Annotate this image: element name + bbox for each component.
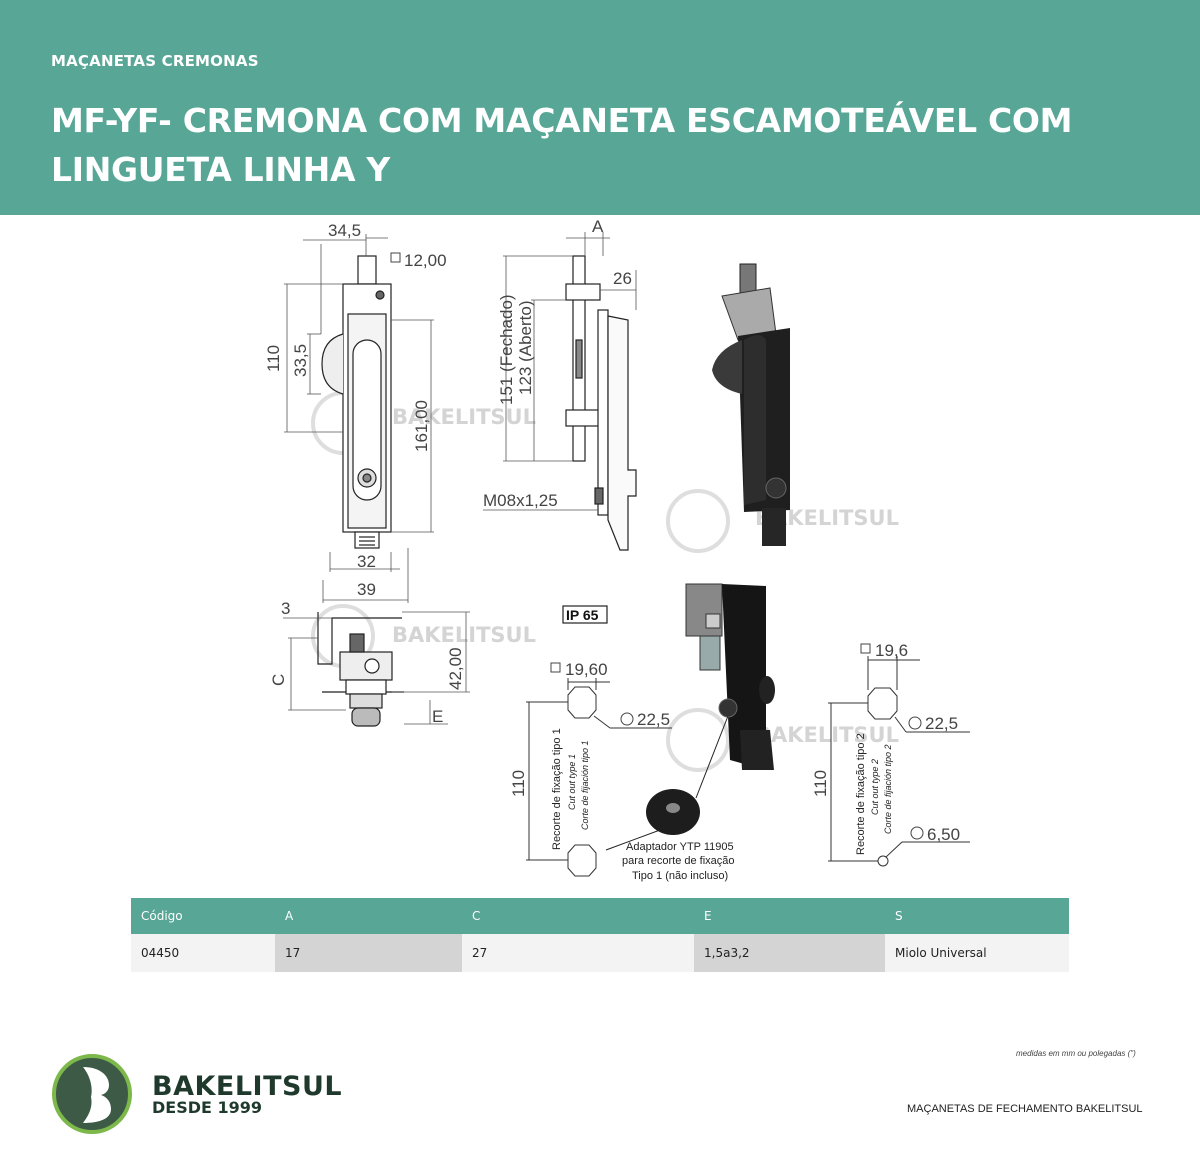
dim-label: 26 — [613, 269, 632, 288]
brand-name: BAKELITSUL — [152, 1071, 343, 1102]
bakelitsul-logo-icon — [52, 1054, 132, 1134]
square-symbol-icon — [390, 252, 401, 263]
brand-since: DESDE 1999 — [152, 1098, 263, 1117]
column-header: A — [275, 898, 462, 934]
dim-label: 161,00 — [412, 400, 431, 452]
front-view — [321, 255, 392, 549]
watermark-text: BAKELITSUL — [392, 405, 536, 429]
dim-label: 110 — [264, 345, 283, 372]
mounted-part-view — [685, 583, 775, 770]
dim-label: 22,5 — [925, 714, 958, 733]
diameter-symbol-icon — [910, 826, 924, 840]
watermark-group: BAKELITSUL BAKELITSUL BAKELITSUL BAKELIT… — [311, 391, 899, 772]
dim-label: 110 — [811, 770, 830, 797]
ip-rating-text: IP 65 — [566, 607, 599, 623]
ip-rating-badge — [562, 605, 608, 624]
diameter-symbol-icon — [908, 716, 922, 730]
column-header: E — [694, 898, 885, 934]
watermark-text: BAKELITSUL — [755, 723, 899, 747]
watermark-text: BAKELITSUL — [392, 623, 536, 647]
front-view-dimensions — [284, 234, 434, 603]
adapter-note-line: Tipo 1 (não incluso) — [632, 870, 728, 882]
cutout-label-en: Cut out type 1 — [567, 754, 577, 810]
dim-label: 19,6 — [875, 641, 908, 660]
bottom-view-dimensions — [283, 611, 470, 725]
column-header: S — [885, 898, 1069, 934]
dim-label: 33,5 — [291, 344, 310, 377]
dim-label: 19,60 — [565, 660, 608, 679]
dim-label: M08x1,25 — [483, 491, 558, 510]
table-row: 04450 17 27 1,5a3,2 Miolo Universal — [131, 934, 1069, 972]
square-symbol-icon — [860, 643, 871, 654]
dim-label: A — [592, 217, 604, 236]
adapter-note-line: para recorte de fixação — [622, 855, 735, 867]
technical-drawing: BAKELITSUL BAKELITSUL BAKELITSUL BAKELIT… — [0, 215, 1200, 895]
screw-icon — [375, 290, 385, 300]
dim-label: 3 — [281, 599, 290, 618]
dim-label: 123 (Aberto) — [516, 301, 535, 396]
units-note: medidas em mm ou polegadas (") — [1016, 1049, 1136, 1058]
spec-table: Código A C E S 04450 17 27 1,5a3,2 Miolo… — [131, 898, 1069, 972]
dim-label: 32 — [357, 552, 376, 571]
footer-caption: MAÇANETAS DE FECHAMENTO BAKELITSUL — [907, 1103, 1143, 1115]
cutout-label-pt: Recorte de fixação tipo 2 — [855, 733, 867, 855]
dim-label: E — [432, 707, 443, 726]
dim-label: 39 — [357, 580, 376, 599]
adapter-note-line: Adaptador YTP 11905 — [626, 841, 734, 853]
cutout-label-es: Corte de fijación tipo 1 — [580, 740, 590, 830]
cutout-type-2 — [828, 656, 970, 867]
dim-label: C — [269, 674, 288, 686]
diameter-symbol-icon — [620, 712, 634, 726]
side-view — [565, 255, 637, 551]
watermark-emblem — [666, 708, 730, 772]
bottom-view — [317, 612, 404, 727]
cutout-label-en: Cut out type 2 — [870, 759, 880, 815]
product-title: MF-YF- CREMONA COM MAÇANETA ESCAMOTEÁVEL… — [51, 101, 1073, 189]
square-symbol-icon — [550, 662, 561, 673]
dim-label: 6,50 — [927, 825, 960, 844]
table-cell: Miolo Universal — [885, 934, 1069, 972]
cutout-label-es: Corte de fijación tipo 2 — [883, 744, 893, 834]
table-header-row: Código A C E S — [131, 898, 1069, 934]
dim-label: 12,00 — [404, 251, 447, 270]
drawing-canvas: BAKELITSUL BAKELITSUL BAKELITSUL BAKELIT… — [264, 217, 970, 882]
dim-label: 22,5 — [637, 710, 670, 729]
watermark-emblem — [666, 489, 730, 553]
column-header: C — [462, 898, 694, 934]
cutout-type-1 — [526, 678, 672, 877]
dim-label: 110 — [509, 770, 528, 797]
dim-label: 42,00 — [446, 647, 465, 690]
table-cell: 1,5a3,2 — [694, 934, 885, 972]
side-view-dimensions — [483, 232, 637, 511]
column-header: Código — [131, 898, 275, 934]
adapter-view — [605, 715, 729, 851]
page-header: MAÇANETAS CREMONAS MF-YF- CREMONA COM MA… — [0, 0, 1200, 215]
table-cell: 04450 — [131, 934, 275, 972]
category-label: MAÇANETAS CREMONAS — [51, 52, 259, 70]
table-cell: 27 — [462, 934, 694, 972]
cutout-label-pt: Recorte de fixação tipo 1 — [551, 728, 563, 850]
product-3d-view — [712, 263, 790, 546]
table-cell: 17 — [275, 934, 462, 972]
dim-label: 151 (Fechado) — [497, 294, 516, 405]
dim-label: 34,5 — [328, 221, 361, 240]
